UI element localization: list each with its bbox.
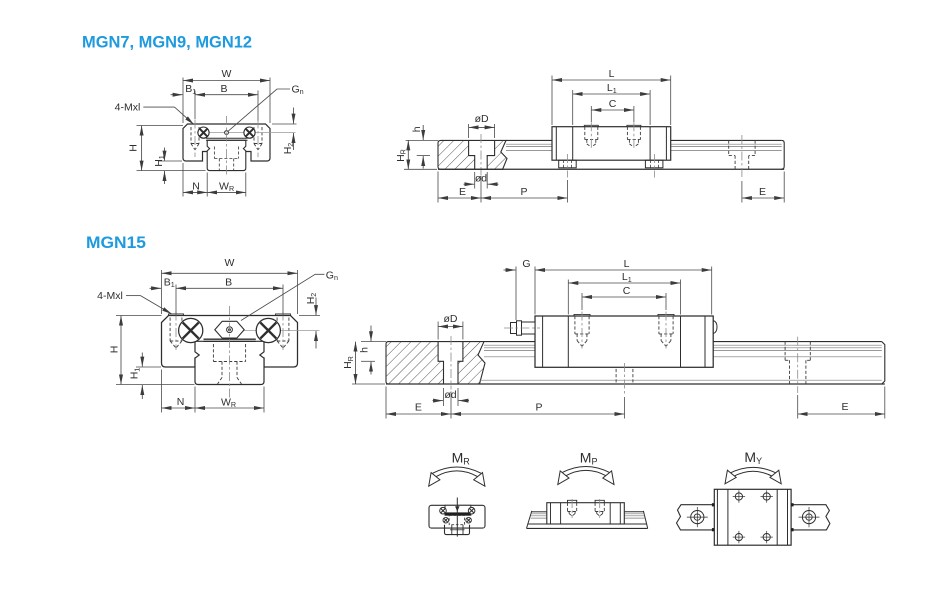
svg-text:H: H bbox=[109, 346, 121, 354]
svg-text:HR: HR bbox=[395, 149, 408, 162]
svg-text:MR: MR bbox=[452, 449, 471, 466]
svg-text:MGN15: MGN15 bbox=[86, 234, 146, 252]
svg-text:MP: MP bbox=[580, 449, 598, 466]
svg-text:H2: H2 bbox=[305, 293, 318, 305]
svg-text:Gn: Gn bbox=[326, 269, 338, 282]
svg-text:N: N bbox=[192, 180, 200, 192]
svg-text:MGN7, MGN9, MGN12: MGN7, MGN9, MGN12 bbox=[82, 34, 252, 52]
svg-text:E: E bbox=[459, 186, 466, 198]
svg-text:WR: WR bbox=[221, 396, 236, 409]
svg-text:Gn: Gn bbox=[292, 83, 304, 96]
svg-text:W: W bbox=[225, 257, 235, 269]
svg-text:øD: øD bbox=[475, 113, 489, 125]
svg-text:B: B bbox=[220, 83, 227, 95]
svg-text:E: E bbox=[415, 402, 422, 414]
svg-text:C: C bbox=[609, 98, 617, 110]
svg-text:øD: øD bbox=[444, 313, 458, 325]
svg-text:L: L bbox=[624, 258, 630, 270]
svg-text:B: B bbox=[225, 276, 232, 288]
svg-text:H1: H1 bbox=[129, 368, 142, 380]
svg-text:N: N bbox=[177, 396, 185, 408]
svg-text:L1: L1 bbox=[607, 82, 617, 95]
svg-text:MY: MY bbox=[744, 449, 762, 466]
svg-text:W: W bbox=[222, 68, 232, 80]
svg-text:P: P bbox=[520, 186, 527, 198]
svg-text:H2: H2 bbox=[282, 143, 295, 155]
svg-text:E: E bbox=[759, 186, 766, 198]
svg-text:G: G bbox=[522, 258, 530, 270]
svg-text:ød: ød bbox=[444, 389, 456, 401]
svg-text:C: C bbox=[623, 285, 631, 297]
svg-text:WR: WR bbox=[219, 180, 234, 193]
svg-text:L: L bbox=[609, 68, 615, 80]
svg-text:L1: L1 bbox=[622, 271, 632, 284]
svg-text:4-Mxl: 4-Mxl bbox=[115, 102, 141, 114]
svg-text:4-Mxl: 4-Mxl bbox=[97, 290, 123, 302]
svg-text:h: h bbox=[411, 126, 423, 132]
svg-text:H: H bbox=[127, 144, 139, 152]
svg-text:P: P bbox=[535, 402, 542, 414]
svg-text:h: h bbox=[359, 347, 371, 353]
svg-text:HR: HR bbox=[342, 356, 355, 369]
svg-text:H1: H1 bbox=[153, 155, 166, 167]
svg-text:B1: B1 bbox=[164, 276, 175, 289]
svg-text:E: E bbox=[841, 401, 848, 413]
svg-text:B1: B1 bbox=[185, 83, 196, 96]
